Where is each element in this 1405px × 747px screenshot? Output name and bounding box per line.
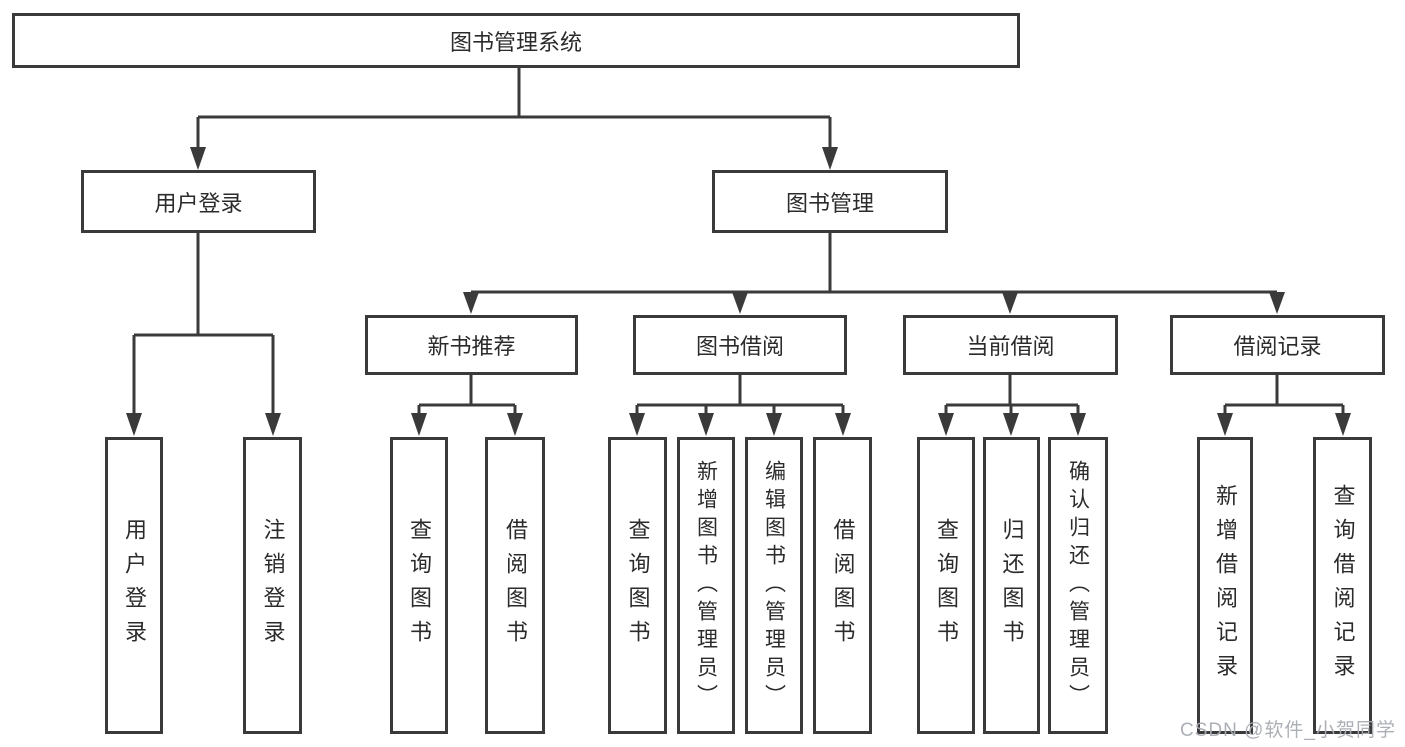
leaf-borrow-add-book-admin: 新增图书（管理员）: [677, 437, 735, 734]
leaf-record-add-borrow-record: 新增借阅记录: [1197, 437, 1253, 734]
leaf-label: 确认归还（管理员）: [1066, 459, 1090, 712]
leaf-current-confirm-return-admin: 确认归还（管理员）: [1048, 437, 1108, 734]
leaf-label: 查询借阅记录: [1330, 483, 1356, 688]
leaf-label: 用户登录: [122, 517, 147, 654]
leaf-user-login: 用户登录: [105, 437, 163, 734]
leaf-borrow-edit-book-admin: 编辑图书（管理员）: [745, 437, 803, 734]
leaf-label: 查询图书: [407, 517, 432, 654]
node-user-login: 用户登录: [81, 170, 316, 233]
csdn-watermark: CSDN @软件_小贺同学: [1180, 720, 1396, 741]
leaf-logout-login: 注销登录: [243, 437, 302, 734]
leaf-current-query-book: 查询图书: [917, 437, 975, 734]
leaf-label: 注销登录: [260, 517, 286, 654]
node-book-management: 图书管理: [712, 170, 948, 233]
leaf-label: 查询图书: [625, 517, 651, 654]
node-book-borrow: 图书借阅: [633, 315, 847, 375]
leaf-label: 新增借阅记录: [1213, 483, 1238, 688]
node-new-book-recommend: 新书推荐: [365, 315, 578, 375]
node-borrow-record: 借阅记录: [1170, 315, 1385, 375]
leaf-label: 借阅图书: [503, 517, 528, 654]
node-current-borrow: 当前借阅: [903, 315, 1118, 375]
leaf-label: 新增图书（管理员）: [694, 459, 718, 712]
leaf-label: 借阅图书: [830, 517, 856, 654]
leaf-current-return-book: 归还图书: [983, 437, 1040, 734]
leaf-newbook-query-book: 查询图书: [390, 437, 448, 734]
leaf-label: 查询图书: [934, 517, 959, 654]
leaf-record-query-borrow-record: 查询借阅记录: [1313, 437, 1372, 734]
leaf-label: 编辑图书（管理员）: [762, 459, 786, 712]
leaf-borrow-borrow-book: 借阅图书: [813, 437, 872, 734]
node-root: 图书管理系统: [12, 13, 1020, 68]
leaf-newbook-borrow-book: 借阅图书: [485, 437, 545, 734]
leaf-label: 归还图书: [999, 517, 1025, 654]
leaf-borrow-query-book: 查询图书: [608, 437, 667, 734]
